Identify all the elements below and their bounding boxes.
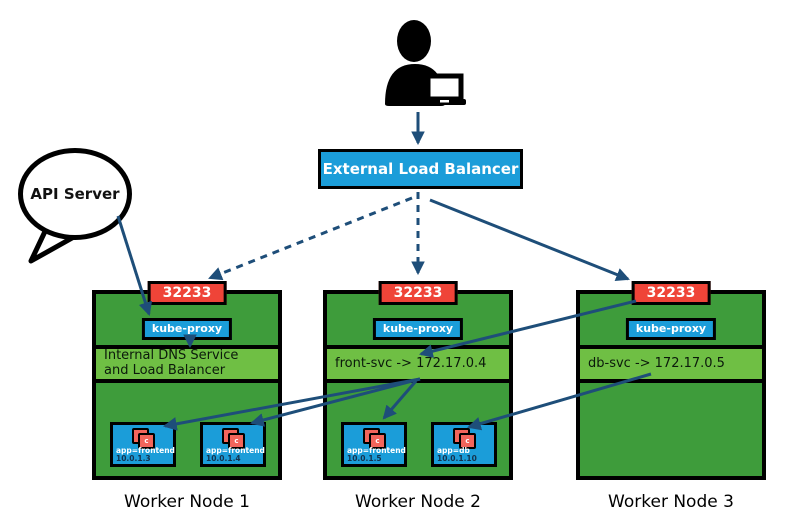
node1-port-badge: 32233 [147, 281, 227, 305]
api-server-label: API Server [30, 185, 120, 203]
container-icon: c [362, 428, 386, 450]
node2-kube-proxy-badge: kube-proxy [372, 318, 464, 340]
worker-node-2: 32233 kube-proxy front-svc -> 172.17.0.4… [323, 281, 513, 480]
node3-port-badge: 32233 [631, 281, 711, 305]
pod-frontend-10014: c app=frontend 10.0.1.4 [200, 422, 266, 467]
pod-frontend-10015: c app=frontend 10.0.1.5 [341, 422, 407, 467]
node2-service-band: front-svc -> 172.17.0.4 [327, 345, 509, 383]
node3-caption: Worker Node 3 [608, 492, 734, 512]
node1-service-band: Internal DNS Service and Load Balancer [96, 345, 278, 383]
pod-label: app=db [437, 446, 470, 455]
node3-kube-proxy-badge: kube-proxy [625, 318, 717, 340]
container-icon: c [221, 428, 245, 450]
external-load-balancer-box: External Load Balancer [318, 149, 523, 189]
pod-label: app=frontend [347, 446, 406, 455]
arrow-elb-to-node1-port [208, 196, 413, 281]
worker-node-1: 32233 kube-proxy Internal DNS Service an… [92, 281, 282, 480]
external-load-balancer-label: External Load Balancer [322, 160, 519, 178]
container-icon: c [452, 428, 476, 450]
node2-pods: c app=frontend 10.0.1.5 c app=db 10.0.1.… [327, 422, 509, 467]
node1-caption: Worker Node 1 [124, 492, 250, 512]
pod-ip: 10.0.1.10 [437, 454, 477, 463]
node3-service-band: db-svc -> 172.17.0.5 [580, 345, 762, 383]
node3-service-line1: db-svc -> 172.17.0.5 [588, 355, 725, 371]
pod-db-100110: c app=db 10.0.1.10 [431, 422, 497, 467]
node1-service-line1: Internal DNS Service [104, 348, 239, 364]
node2-port-badge: 32233 [378, 281, 458, 305]
laptop-icon [425, 73, 464, 102]
pod-label: app=frontend [116, 446, 175, 455]
node1-kube-proxy-badge: kube-proxy [141, 318, 233, 340]
node2-caption: Worker Node 2 [355, 492, 481, 512]
user-with-laptop-icon [385, 20, 466, 106]
node1-pods: c app=frontend 10.0.1.3 c app=frontend 1… [96, 422, 278, 467]
arrow-elb-to-node3-port [429, 198, 630, 282]
pod-ip: 10.0.1.4 [206, 454, 241, 463]
container-icon: c [131, 428, 155, 450]
user-icon [383, 16, 471, 114]
pod-frontend-10013: c app=frontend 10.0.1.3 [110, 422, 176, 467]
node2-service-line1: front-svc -> 172.17.0.4 [335, 355, 487, 371]
pod-label: app=frontend [206, 446, 265, 455]
api-server-bubble: API Server [18, 148, 132, 240]
node1-service-line2: and Load Balancer [104, 363, 226, 378]
pod-ip: 10.0.1.5 [347, 454, 382, 463]
worker-node-3: 32233 kube-proxy db-svc -> 172.17.0.5 [576, 281, 766, 480]
pod-ip: 10.0.1.3 [116, 454, 151, 463]
